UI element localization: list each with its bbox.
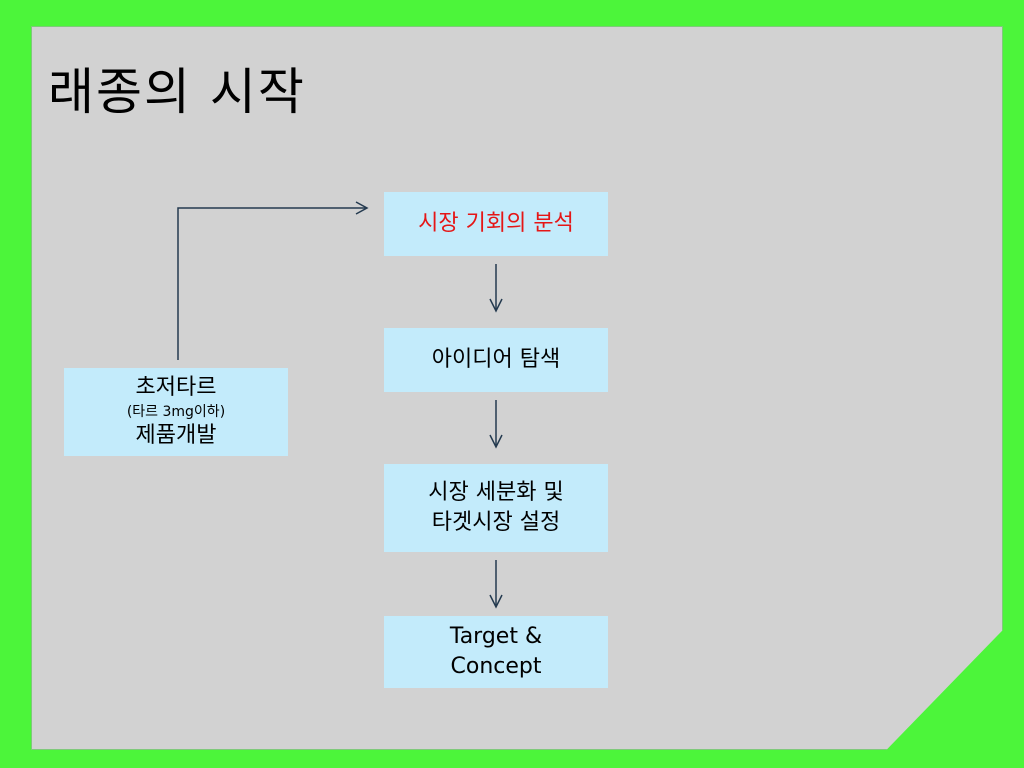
slide-title: 래종의 시작 xyxy=(48,63,306,121)
step-market-opportunity-label: 시장 기회의 분석 xyxy=(418,211,574,237)
step-segmentation-label-line2: 타겟시장 설정 xyxy=(431,510,561,535)
step-market-opportunity-box: 시장 기회의 분석 xyxy=(384,192,608,256)
low-tar-product-box: 초저타르 (타르 3mg이하) 제품개발 xyxy=(64,368,288,456)
step-target-concept-box: Target & Concept xyxy=(384,616,608,688)
low-tar-product-line1: 초저타르 xyxy=(135,375,217,401)
step-segmentation-box: 시장 세분화 및 타겟시장 설정 xyxy=(384,464,608,552)
step-target-concept-label-line1: Target & xyxy=(449,624,543,650)
low-tar-product-line2: (타르 3mg이하) xyxy=(126,403,226,420)
step-idea-search-box: 아이디어 탐색 xyxy=(384,328,608,392)
step-segmentation-label-line1: 시장 세분화 및 xyxy=(428,480,564,506)
step-target-concept-label-line2: Concept xyxy=(450,654,542,679)
low-tar-product-line3: 제품개발 xyxy=(135,423,217,449)
step-idea-search-label: 아이디어 탐색 xyxy=(431,347,561,373)
